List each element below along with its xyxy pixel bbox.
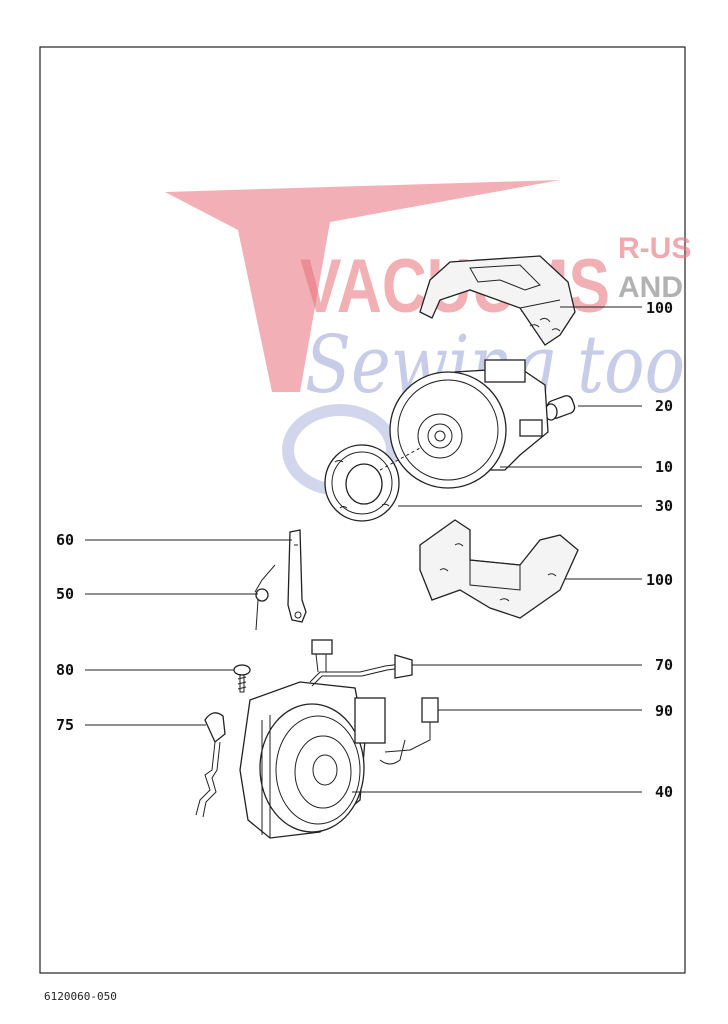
part-label-100-upper: 100 <box>646 299 673 317</box>
part-100-lower-foam-cradle <box>419 519 579 619</box>
part-90-connector <box>384 697 439 753</box>
part-70-power-cord <box>309 639 413 687</box>
part-label-70: 70 <box>655 656 673 674</box>
part-label-90: 90 <box>655 702 673 720</box>
document-code: 6120060-050 <box>44 990 117 1003</box>
part-100-upper-foam-cover <box>419 255 576 346</box>
part-40-cord-reel <box>239 681 406 839</box>
part-label-100-lower: 100 <box>646 571 673 589</box>
part-10-motor <box>389 359 549 489</box>
part-label-10: 10 <box>655 458 673 476</box>
part-80-screw <box>233 664 251 693</box>
part-label-60: 60 <box>56 531 74 549</box>
part-60-lever <box>287 529 307 623</box>
part-label-30: 30 <box>655 497 673 515</box>
part-label-80: 80 <box>56 661 74 679</box>
part-labels: 100 20 10 30 100 60 50 80 70 75 90 40 <box>56 299 673 801</box>
part-20-carbon-brush <box>544 395 576 421</box>
part-label-40: 40 <box>655 783 673 801</box>
part-75-wire-clip <box>195 712 226 818</box>
drawing-frame <box>39 46 686 974</box>
part-label-20: 20 <box>655 397 673 415</box>
watermark-brand-suffix-1: R-US <box>618 232 691 265</box>
part-label-50: 50 <box>56 585 74 603</box>
part-50-spring <box>254 564 276 631</box>
part-30-ring-seal <box>324 444 400 522</box>
part-label-75: 75 <box>56 716 74 734</box>
watermark-v-shape <box>165 180 560 392</box>
watermark-brand-suffix-2: AND <box>618 271 683 304</box>
